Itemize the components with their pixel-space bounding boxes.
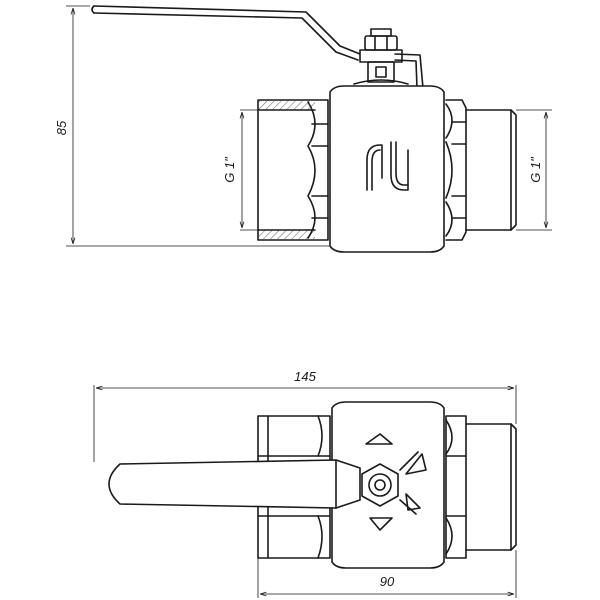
- dimension-body-length-label: 90: [380, 574, 395, 589]
- dimension-thread-left: G 1": [222, 109, 258, 231]
- dimension-height: 85: [54, 5, 330, 247]
- dimension-thread-left-label: G 1": [222, 156, 237, 183]
- top-right-male-end: [465, 423, 517, 551]
- dimension-overall-length-label: 145: [294, 369, 316, 384]
- brand-logo-icon: [366, 141, 409, 191]
- stem-assembly: [353, 28, 409, 85]
- right-male-end: [465, 109, 517, 231]
- top-view: 145 90: [93, 369, 517, 598]
- top-lever-handle: [108, 459, 361, 509]
- right-hex-nut: [445, 99, 467, 241]
- valve-body: [329, 85, 445, 253]
- dimension-overall-length: 145: [93, 369, 517, 462]
- dimension-body-length: 90: [257, 550, 517, 598]
- left-female-end: [257, 99, 329, 241]
- top-stem-nut: [361, 433, 427, 531]
- dimension-height-label: 85: [54, 120, 69, 135]
- front-view: 85 G 1" G 1": [54, 5, 552, 253]
- dimension-thread-right: G 1": [516, 109, 552, 231]
- dimension-thread-right-label: G 1": [528, 156, 543, 183]
- lever-handle: [91, 5, 424, 89]
- top-right-hex-nut: [445, 415, 467, 559]
